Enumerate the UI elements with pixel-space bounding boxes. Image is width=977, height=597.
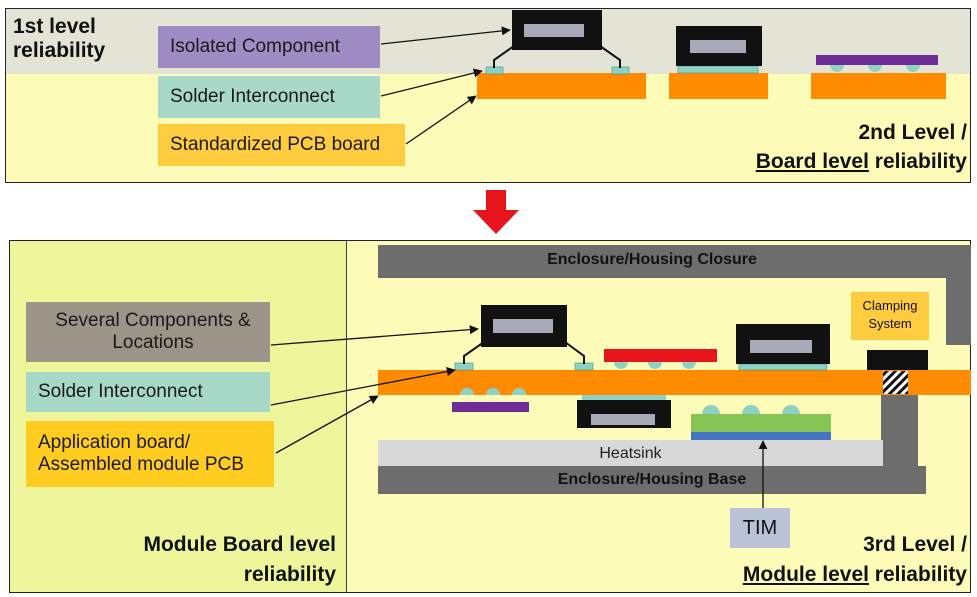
module-board-label: Module Board level reliability [143, 530, 336, 591]
solder-interconnect-label: Solder Interconnect [170, 86, 335, 108]
several-components-line1: Several Components & [55, 310, 251, 332]
second-level-line2: Board level reliability [756, 147, 967, 176]
second-level-rest: reliability [868, 150, 967, 174]
application-board-line1: Application board/ [38, 432, 191, 454]
first-level-label: 1st level reliability [13, 15, 106, 63]
application-board-line2: Assembled module PCB [38, 454, 244, 475]
solder-interconnect-tag-2: Solder Interconnect [26, 372, 270, 412]
board-level-underlined: Board level [755, 150, 869, 174]
clamping-system-tag: Clamping System [851, 292, 929, 340]
standardized-pcb-label: Standardized PCB board [170, 134, 381, 156]
standardized-pcb-tag: Standardized PCB board [158, 124, 405, 166]
several-components-line2: Locations [112, 332, 194, 353]
several-components-tag: Several Components & Locations [26, 302, 270, 362]
red-down-arrow [473, 190, 519, 234]
clamping-line1: Clamping [862, 298, 918, 313]
isolated-component-label: Isolated Component [170, 36, 341, 58]
third-level-line1: 3rd Level / [863, 533, 967, 556]
module-level-underlined: Module level [742, 563, 869, 587]
first-level-band [6, 9, 970, 74]
third-level-rest: reliability [868, 563, 967, 587]
tim-label: TIM [742, 516, 778, 539]
second-level-label: 2nd Level / Board level reliability [756, 118, 967, 177]
module-board-line1: Module Board level [143, 533, 336, 556]
second-level-line1: 2nd Level / [858, 121, 967, 144]
column-divider [346, 241, 347, 592]
application-board-tag: Application board/ Assembled module PCB [26, 421, 274, 487]
clamping-line2: System [868, 315, 912, 331]
enclosure-base-label: Enclosure/Housing Base [557, 471, 747, 488]
solder-interconnect-label-2: Solder Interconnect [38, 381, 203, 403]
solder-interconnect-tag: Solder Interconnect [158, 76, 380, 118]
module-board-line2: reliability [243, 563, 336, 587]
heatsink-label: Heatsink [599, 445, 662, 462]
third-level-label: 3rd Level / Module level reliability [743, 530, 967, 591]
isolated-component-tag: Isolated Component [158, 26, 380, 68]
third-level-line2: Module level reliability [743, 560, 967, 590]
tim-tag: TIM [730, 508, 790, 548]
enclosure-closure-label: Enclosure/Housing Closure [547, 251, 757, 268]
